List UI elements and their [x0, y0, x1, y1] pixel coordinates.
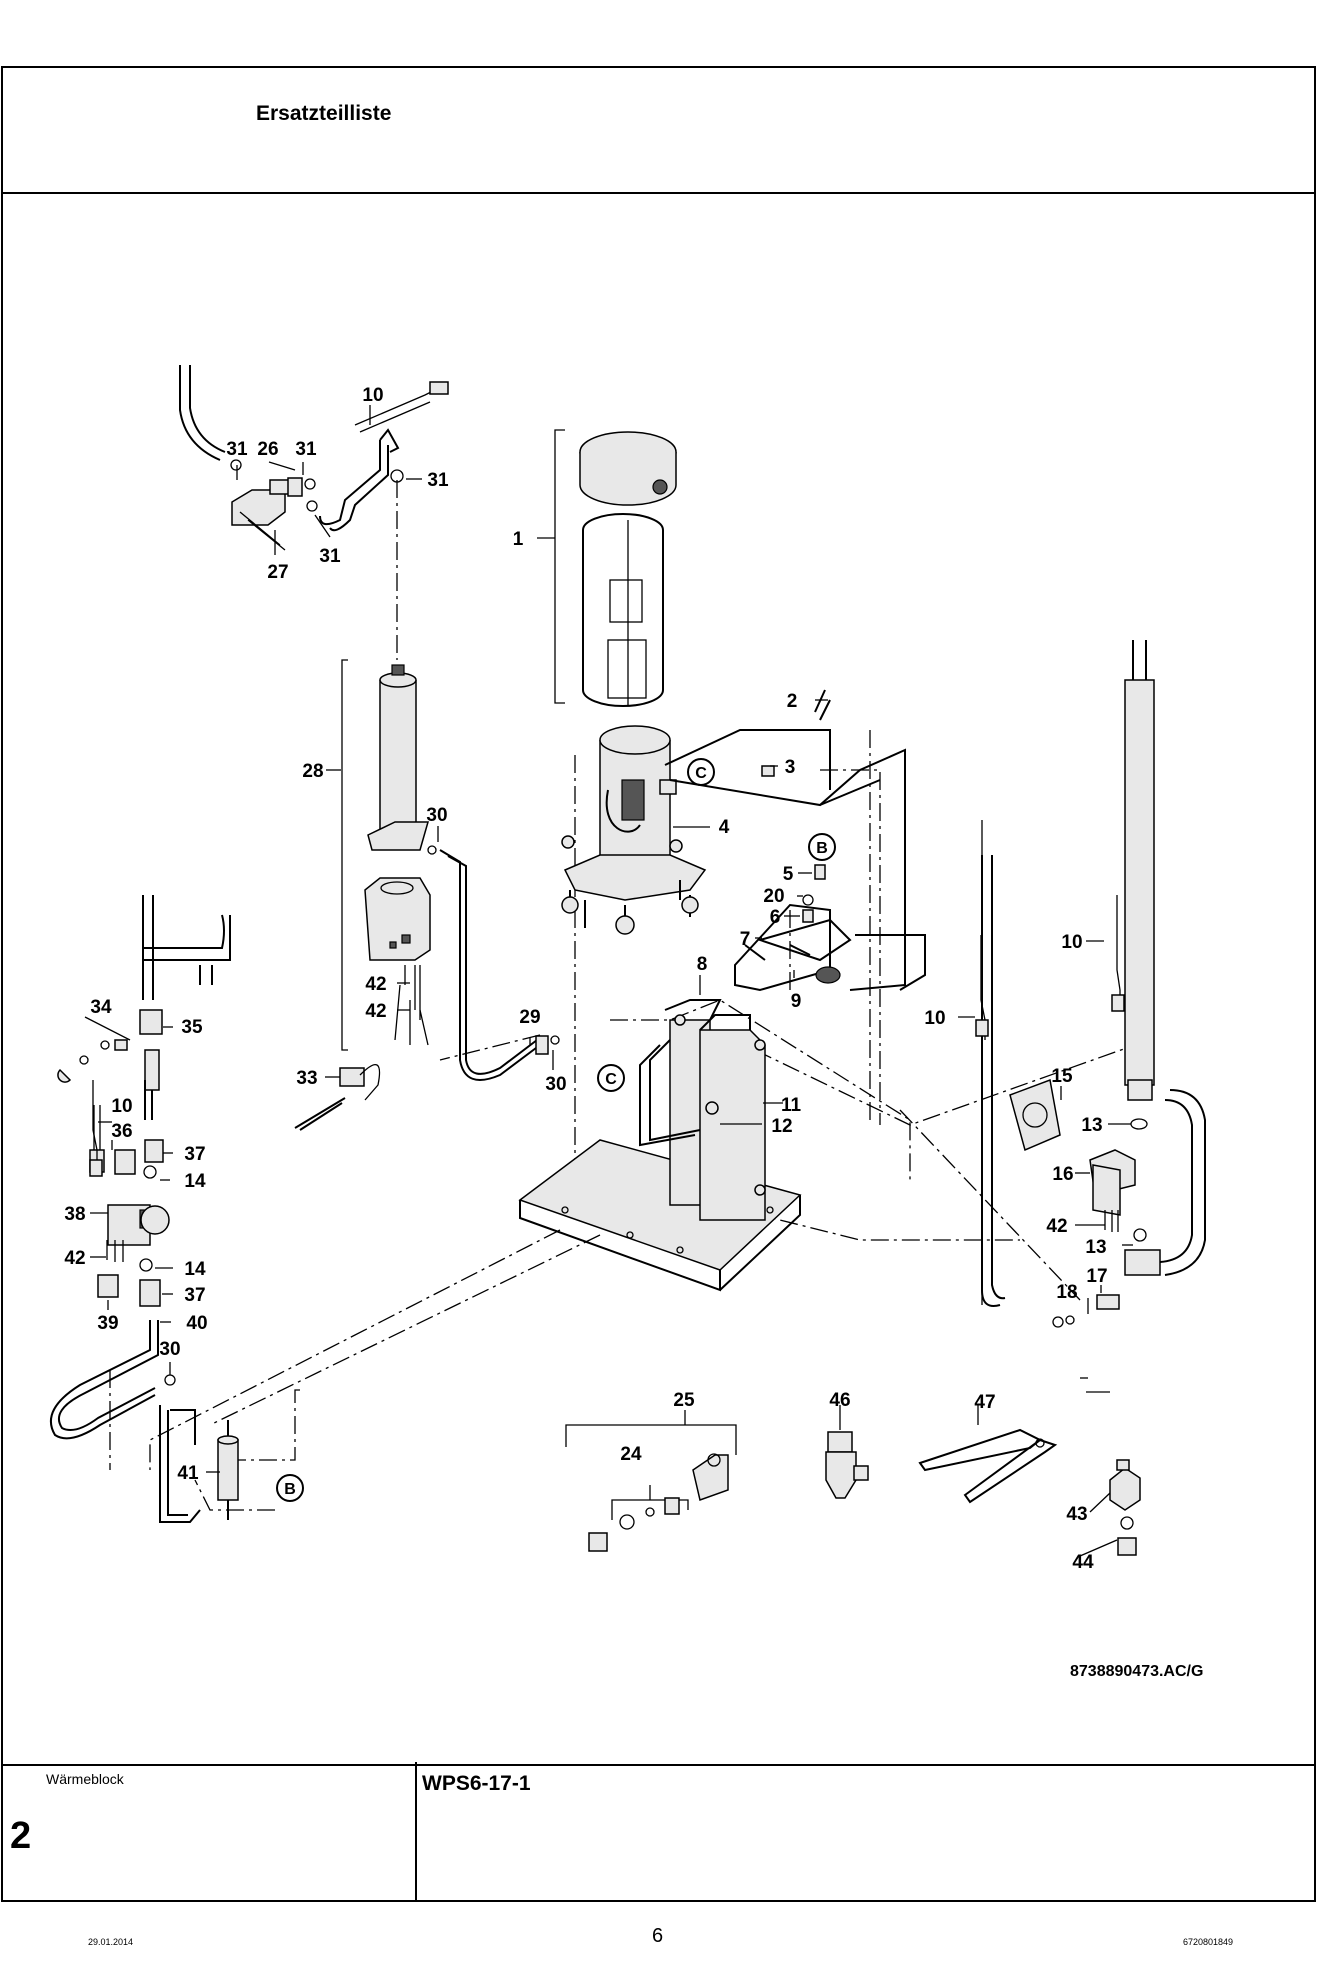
label-part-10-mid: 10	[924, 1008, 945, 1029]
label-part-12: 12	[771, 1116, 792, 1137]
circulation-pump-group-right	[981, 640, 1206, 1328]
ref-c-top: C	[695, 765, 707, 782]
label-part-43: 43	[1066, 1504, 1087, 1525]
label-part-17: 17	[1086, 1266, 1107, 1287]
pump-group-left	[57, 895, 231, 1307]
label-part-38: 38	[64, 1204, 85, 1225]
document-number: 6720801849	[1183, 1937, 1234, 1947]
label-part-40: 40	[186, 1313, 207, 1334]
label-part-7: 7	[740, 929, 751, 950]
filter-drier-part-41	[159, 1405, 239, 1523]
page-frame	[1, 66, 1316, 1902]
page-number: 6	[652, 1925, 664, 1947]
service-valve-group-24-25	[565, 1410, 737, 1552]
label-part-10-right: 10	[1061, 932, 1082, 953]
label-part-42-b: 42	[365, 1001, 386, 1022]
label-part-2: 2	[787, 691, 798, 712]
compressor-part-4	[561, 725, 707, 935]
label-part-42-right: 42	[1046, 1216, 1067, 1237]
fittings-part-43-44	[1109, 1459, 1141, 1556]
ref-c-bottom: C	[605, 1071, 617, 1088]
label-part-24: 24	[620, 1444, 642, 1465]
label-part-8: 8	[697, 954, 708, 975]
label-part-20: 20	[763, 886, 784, 907]
ref-b-top: B	[816, 840, 828, 857]
ref-b-bottom: B	[284, 1481, 296, 1498]
label-part-14-b: 14	[184, 1259, 206, 1280]
model-number: WPS6-17-1	[422, 1772, 531, 1795]
footer-date: 29.01.2014	[88, 1937, 134, 1947]
label-part-30-bottom: 30	[159, 1339, 180, 1360]
section-label: Wärmeblock	[46, 1771, 124, 1787]
reference-markers: C B C B	[276, 758, 836, 1502]
footer-vertical-divider	[415, 1762, 417, 1902]
label-part-10-top: 10	[362, 385, 383, 406]
section-number: 2	[10, 1815, 32, 1857]
label-part-35: 35	[181, 1017, 203, 1038]
pliers-tool-part-47	[918, 1405, 1058, 1504]
label-part-29: 29	[519, 1007, 540, 1028]
label-part-26: 26	[257, 439, 278, 460]
label-part-42-a: 42	[365, 974, 386, 995]
label-part-13-bottom: 13	[1085, 1237, 1106, 1258]
label-part-16: 16	[1052, 1164, 1073, 1185]
heat-exchanger-part-8	[518, 999, 802, 1292]
return-hose-part-40	[50, 1320, 176, 1440]
label-part-1: 1	[513, 529, 524, 550]
label-part-18: 18	[1056, 1282, 1077, 1303]
safety-valve-part-46	[825, 1405, 869, 1499]
label-part-33: 33	[296, 1068, 317, 1089]
label-part-30-mid: 30	[545, 1074, 566, 1095]
label-part-37-b: 37	[184, 1285, 205, 1306]
label-part-39: 39	[97, 1313, 118, 1334]
label-part-13-top: 13	[1081, 1115, 1102, 1136]
label-part-10-left: 10	[111, 1096, 132, 1117]
leader-lines	[84, 405, 1133, 1557]
label-part-41: 41	[177, 1463, 199, 1484]
refrigerant-pipes	[664, 689, 926, 992]
label-part-4: 4	[719, 817, 730, 838]
label-part-34: 34	[90, 997, 112, 1018]
label-part-46: 46	[829, 1390, 850, 1411]
label-part-3: 3	[785, 757, 796, 778]
drawing-id: 8738890473.AC/G	[1070, 1663, 1203, 1680]
label-part-5: 5	[783, 864, 794, 885]
label-part-14-a: 14	[184, 1171, 206, 1192]
label-part-47: 47	[974, 1392, 995, 1413]
label-part-36: 36	[111, 1121, 132, 1142]
footer-divider	[3, 1764, 1314, 1766]
label-part-6: 6	[770, 907, 781, 928]
part-labels: 1 2 3 4 5 20 6 7 8 9 10 10 10 10 11 12 1…	[64, 385, 1107, 1573]
temperature-sensors-part-10	[89, 895, 1125, 1177]
label-part-30-top: 30	[426, 805, 447, 826]
label-part-11: 11	[781, 1095, 802, 1116]
expansion-valve-region	[744, 864, 852, 984]
label-part-15: 15	[1051, 1066, 1073, 1087]
label-part-27: 27	[267, 562, 288, 583]
electric-heater-part-28	[341, 659, 431, 1051]
label-part-9: 9	[791, 991, 802, 1012]
label-part-28: 28	[302, 761, 323, 782]
pressure-switch-group-26-27	[179, 365, 449, 551]
label-part-31-c: 31	[427, 470, 449, 491]
label-part-25: 25	[673, 1390, 695, 1411]
flexible-hose-part-29	[427, 845, 560, 1081]
label-part-31-a: 31	[226, 439, 248, 460]
label-part-44: 44	[1072, 1552, 1094, 1573]
label-part-37-a: 37	[184, 1144, 205, 1165]
label-part-31-d: 31	[319, 546, 341, 567]
insulation-cover-part-1	[554, 429, 677, 707]
label-part-42-left: 42	[64, 1248, 85, 1269]
header-divider	[3, 192, 1314, 194]
page-title: Ersatzteilliste	[256, 102, 392, 125]
label-part-31-b: 31	[295, 439, 317, 460]
